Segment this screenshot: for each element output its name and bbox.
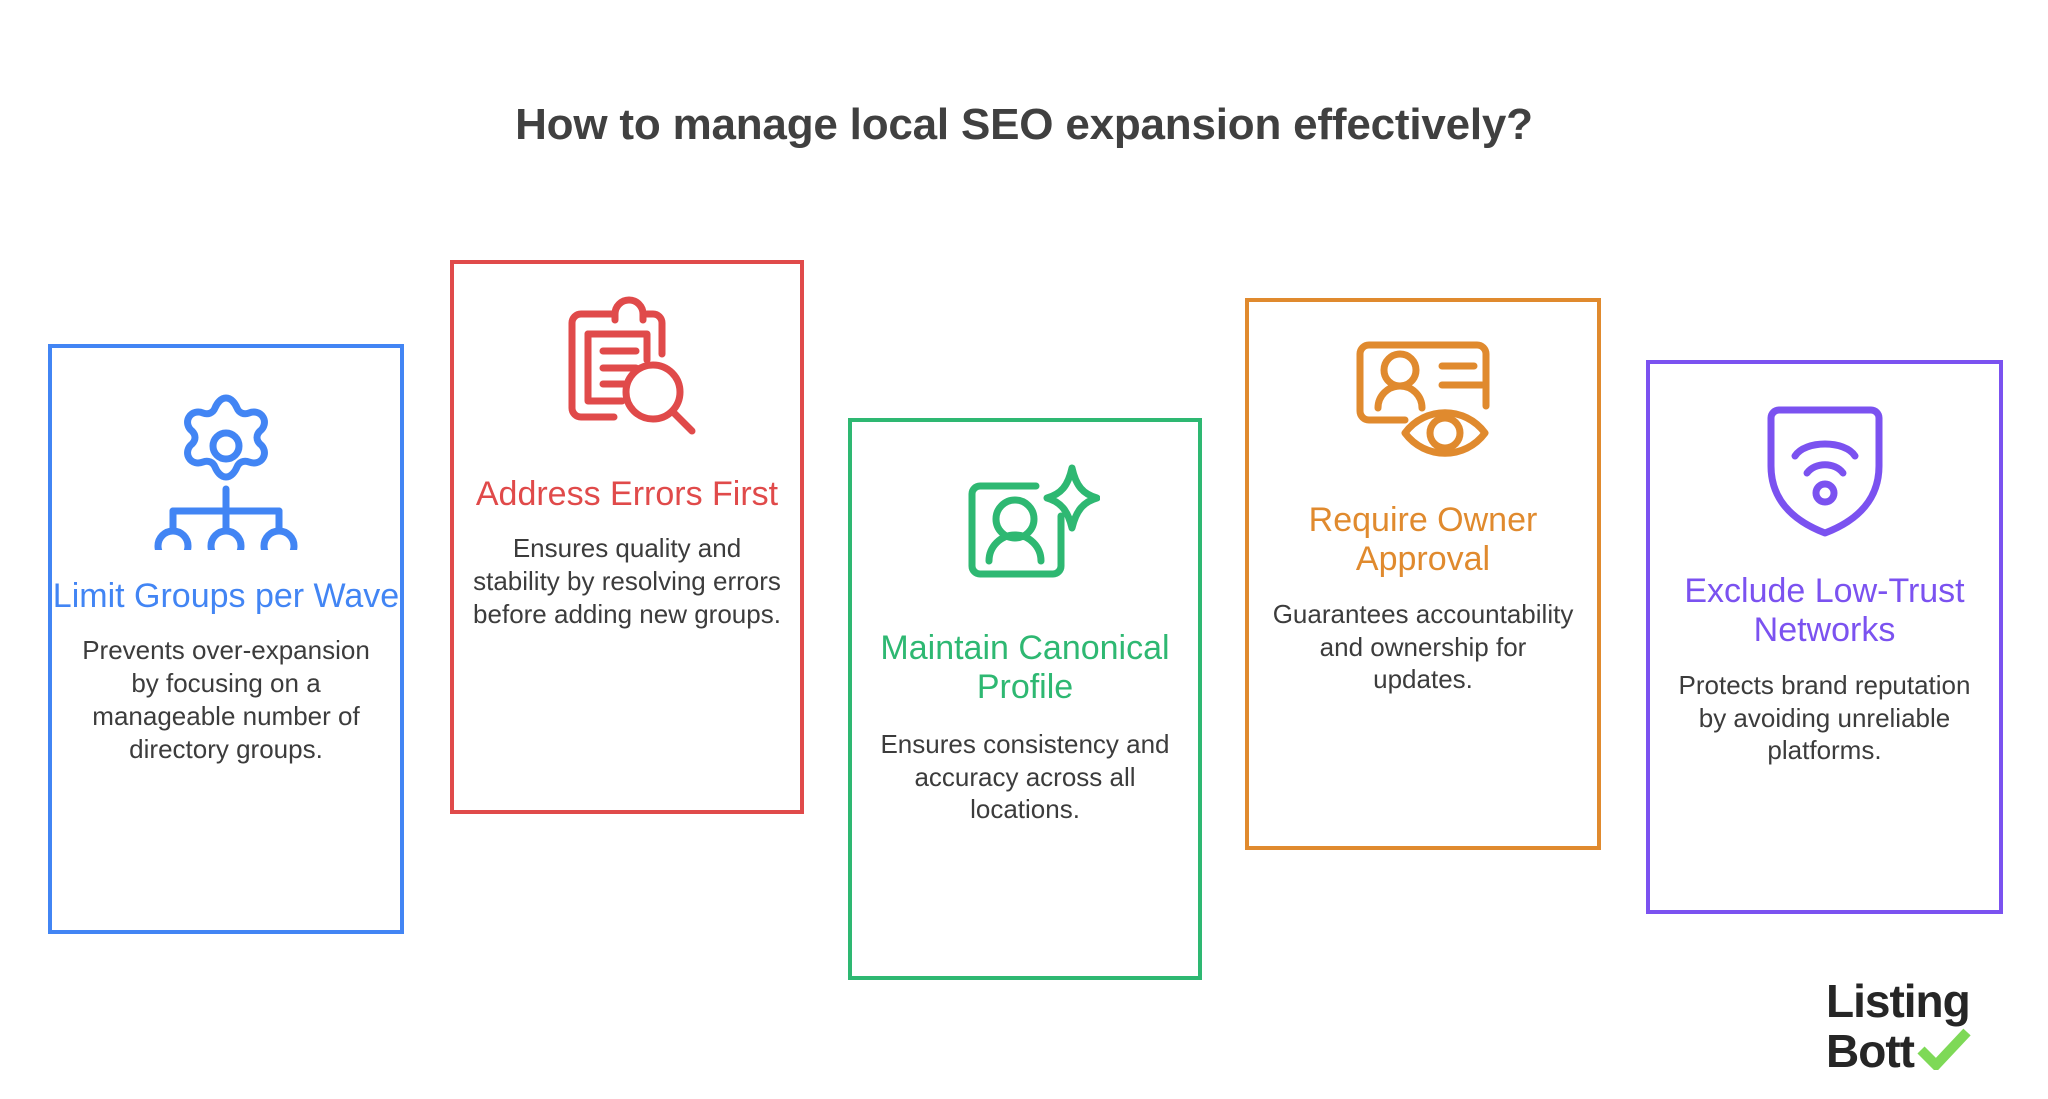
icon-container bbox=[1249, 302, 1597, 475]
card-require-owner-approval: Require Owner Approval Guarantees accoun… bbox=[1245, 298, 1601, 850]
card-exclude-low-trust-networks: Exclude Low-Trust Networks Protects bran… bbox=[1646, 360, 2003, 914]
icon-container bbox=[852, 422, 1198, 601]
card-description: Prevents over-expansion by focusing on a… bbox=[82, 635, 370, 764]
shield-wifi-icon bbox=[1755, 394, 1895, 544]
icon-container bbox=[52, 348, 400, 565]
listing-bott-logo: Listing Bott bbox=[1826, 975, 2026, 1078]
profile-sparkle-icon bbox=[950, 456, 1101, 601]
logo-line-2: Bott bbox=[1826, 1024, 2026, 1078]
card-title: Maintain Canonical Profile bbox=[880, 629, 1170, 707]
gear-hierarchy-icon bbox=[151, 370, 301, 565]
clipboard-search-icon bbox=[552, 296, 702, 451]
page-title: How to manage local SEO expansion effect… bbox=[515, 100, 1533, 149]
icon-container bbox=[454, 264, 800, 451]
card-limit-groups-per-wave: Limit Groups per Wave Prevents over-expa… bbox=[48, 344, 404, 934]
card-description: Guarantees accountability and ownership … bbox=[1272, 598, 1574, 695]
card-title: Limit Groups per Wave bbox=[52, 577, 400, 615]
green-check-icon bbox=[1916, 1026, 1972, 1075]
card-title: Address Errors First bbox=[475, 475, 779, 513]
card-description: Ensures consistency and accuracy across … bbox=[880, 728, 1170, 825]
logo-text-bott: Bott bbox=[1826, 1025, 1915, 1078]
card-address-errors-first: Address Errors First Ensures quality and… bbox=[450, 260, 804, 814]
card-maintain-canonical-profile: Maintain Canonical Profile Ensures consi… bbox=[848, 418, 1202, 980]
id-card-eye-icon bbox=[1343, 330, 1503, 475]
logo-line-1: Listing bbox=[1826, 975, 2026, 1027]
card-description: Ensures quality and stability by resolvi… bbox=[473, 533, 781, 629]
card-title: Exclude Low-Trust Networks bbox=[1684, 572, 1965, 650]
card-title: Require Owner Approval bbox=[1308, 501, 1538, 579]
icon-container bbox=[1650, 364, 1999, 544]
logo-text-listing: Listing bbox=[1826, 975, 1971, 1027]
card-description: Protects brand reputation by avoiding un… bbox=[1678, 669, 1971, 766]
